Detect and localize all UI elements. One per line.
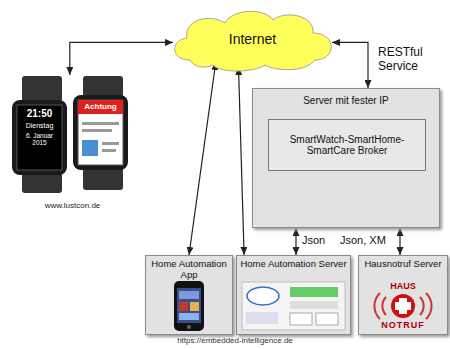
text-label: Achtung: [78, 102, 123, 111]
smartwatch-left-part: [22, 173, 62, 193]
server-box: Server mit fester IP SmartWatch-SmartHome…: [252, 88, 440, 228]
smartwatch-right-part: [83, 168, 123, 190]
server-box: Home Automation Server: [236, 255, 351, 335]
smartwatch-right-part: [83, 76, 123, 97]
connector-arrow: [399, 228, 400, 255]
edge-label: Json: [300, 234, 327, 247]
node-title: Home Automation Server: [240, 259, 347, 270]
smartwatch-right-part: [73, 95, 128, 170]
cloud-shape: [175, 11, 332, 71]
connector-arrow: [332, 42, 368, 88]
text-label: NOTRUF: [368, 320, 438, 330]
cloud-node: Internet: [165, 5, 340, 73]
text-label: 6. Januar 2015: [18, 132, 61, 147]
text-label: https://embedded-intelligence.de: [150, 336, 320, 345]
smartwatch-right-part: [78, 100, 123, 114]
node-title: Home Automation App: [149, 259, 229, 281]
smartwatch-right: [73, 76, 128, 190]
smartwatch-left-part: [12, 100, 67, 175]
edge-label: Json, XM: [338, 234, 388, 247]
edge-label: RESTful Service: [376, 46, 438, 74]
cloud-shape-part: [175, 11, 332, 71]
smartwatch-left-part: [22, 76, 62, 102]
smartwatch-right-part: [82, 122, 119, 125]
node-title: Internet: [229, 31, 276, 47]
smartwatch-node: www.lustcon.de: [5, 75, 140, 210]
text-label: Dienstag: [18, 122, 61, 130]
connector-arrow: [189, 62, 216, 255]
text-label: HAUS: [383, 281, 423, 291]
smartwatch-right-part: [82, 140, 98, 156]
connector-arrow: [295, 228, 296, 255]
node-title: Hausnotruf Server: [362, 259, 444, 270]
node-title: SmartWatch-SmartHome-SmartCare Broker: [272, 134, 422, 157]
node-title: Server mit fester IP: [256, 95, 436, 107]
node-title: www.lustcon.de: [45, 201, 101, 210]
smartwatch-right-part: [78, 100, 123, 165]
smartwatch-left: [12, 76, 67, 193]
app-box: Home Automation App: [145, 255, 233, 335]
connector-arrow: [239, 67, 245, 255]
smartwatch-left-part: [17, 105, 62, 170]
smartwatch-right-part: [102, 142, 119, 145]
connector-arrow: [70, 42, 173, 75]
smartwatch-right-part: [102, 149, 116, 152]
smartwatch-right-part: [82, 129, 112, 132]
broker-box: SmartWatch-SmartHome-SmartCare Broker: [268, 119, 426, 171]
text-label: 21:50: [18, 108, 61, 120]
